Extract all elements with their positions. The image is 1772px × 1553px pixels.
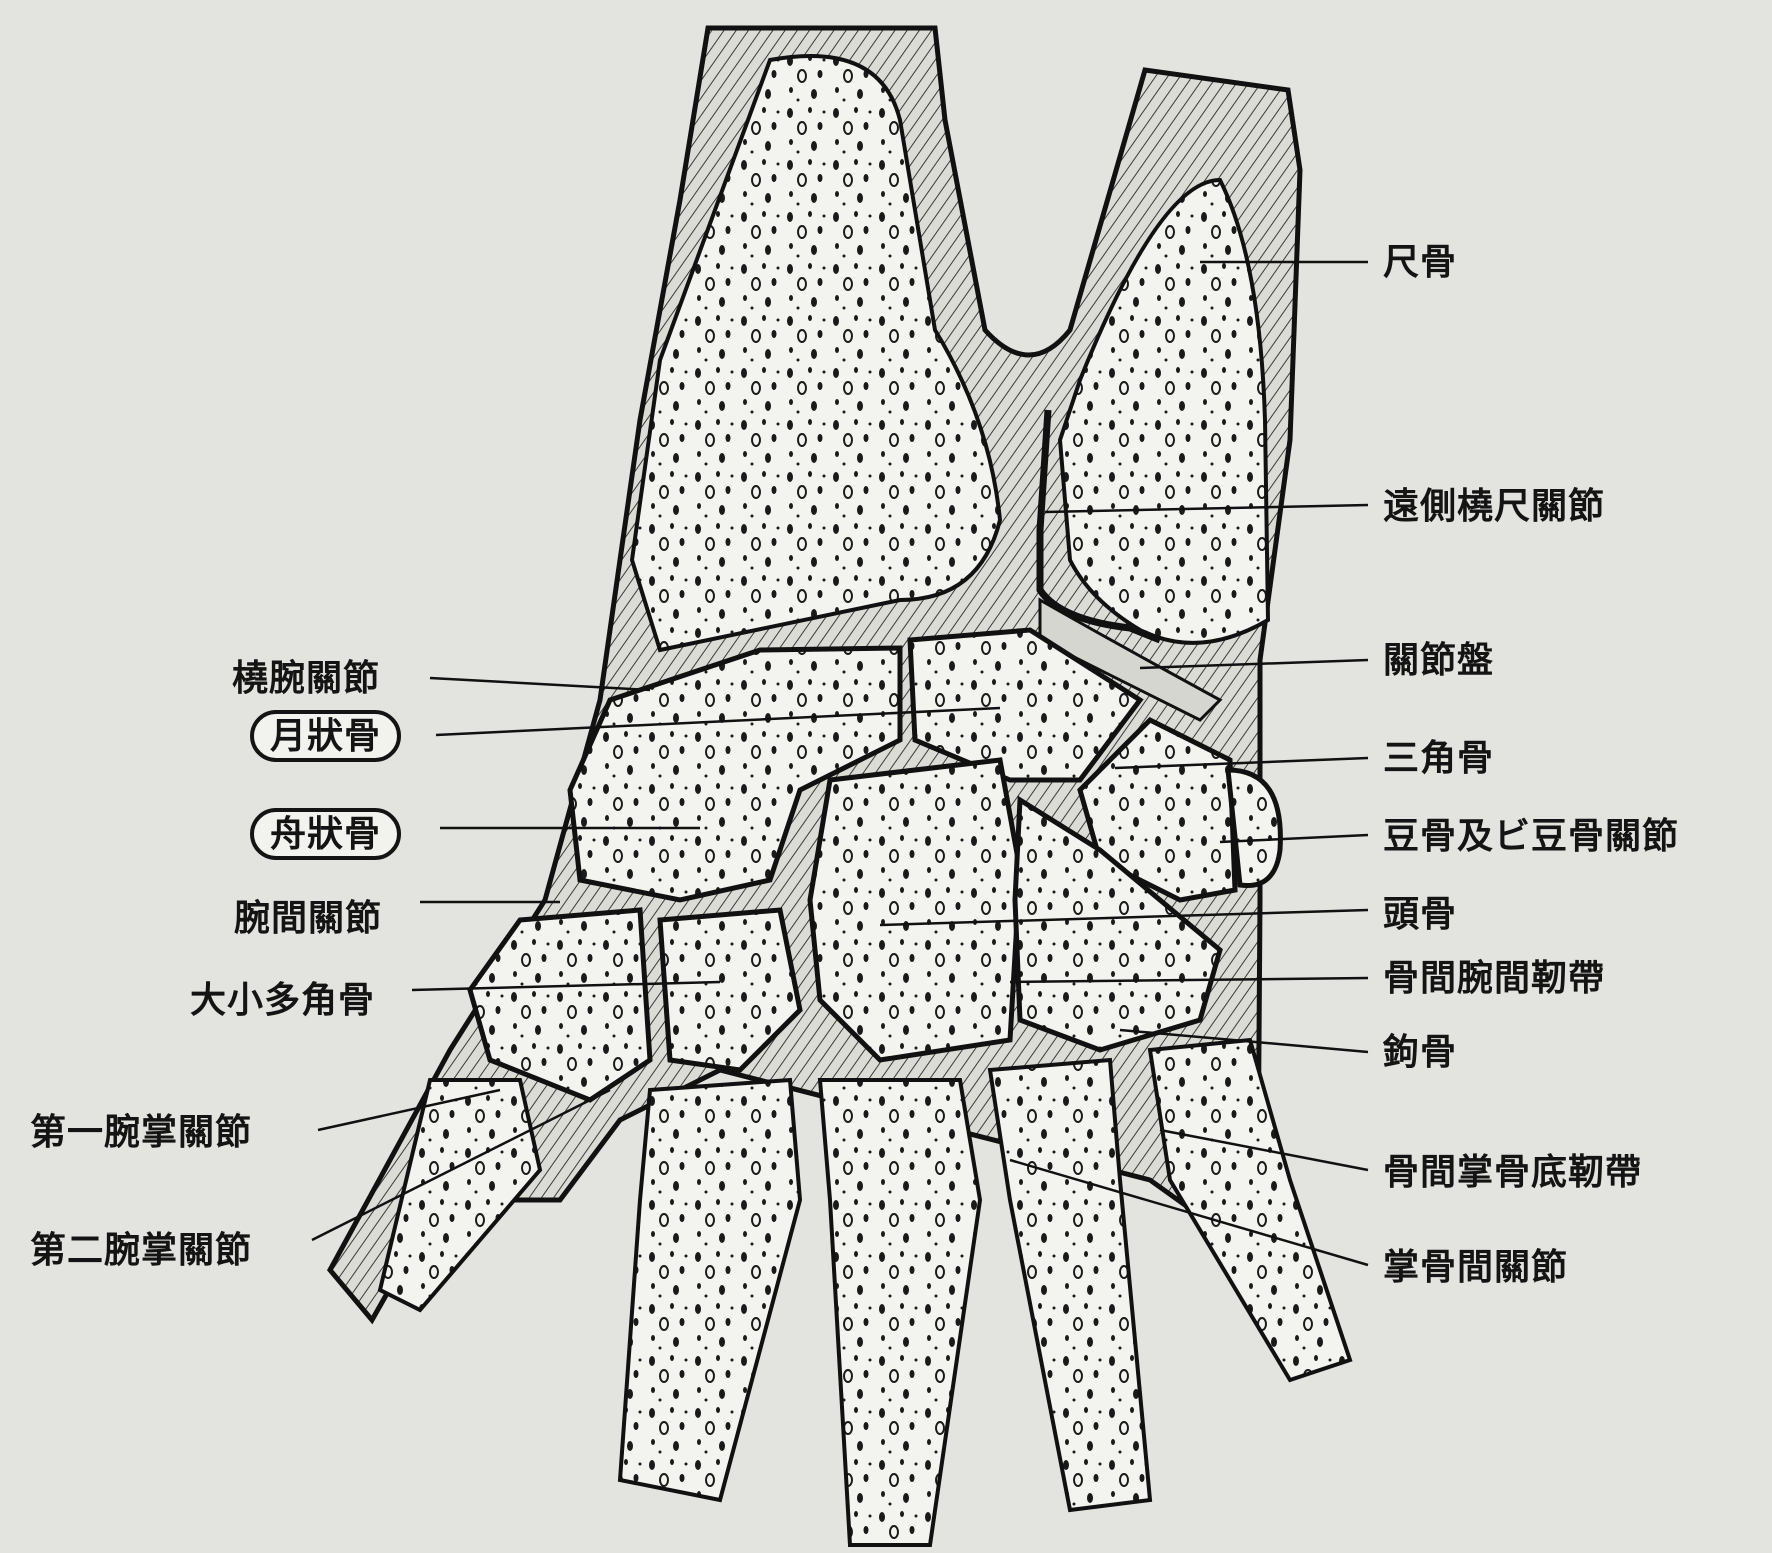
label-distal-radioulnar-joint: 遠側橈尺關節 — [1383, 484, 1605, 528]
label-capitate: 頭骨 — [1383, 892, 1457, 936]
label-scaphoid: 舟狀骨 — [250, 808, 401, 860]
label-triquetral: 三角骨 — [1383, 736, 1494, 780]
label-radiocarpal-joint: 橈腕關節 — [232, 656, 380, 700]
pisiform-bone — [1228, 770, 1280, 886]
label-hamate: 鉤骨 — [1383, 1030, 1457, 1074]
label-interosseous-intercarpal-ligament: 骨間腕間靭帶 — [1383, 956, 1605, 1000]
label-ulna: 尺骨 — [1383, 240, 1457, 284]
label-second-carpometacarpal-joint: 第二腕掌關節 — [30, 1228, 252, 1272]
label-pisiform-joint: 豆骨及ビ豆骨關節 — [1383, 814, 1679, 858]
metacarpal-3 — [820, 1080, 980, 1545]
label-lunate: 月狀骨 — [250, 710, 401, 762]
metacarpal-2 — [620, 1080, 800, 1500]
label-interosseous-metacarpal-ligament: 骨間掌骨底靭帶 — [1383, 1150, 1642, 1194]
label-intermetacarpal-joint: 掌骨間關節 — [1383, 1245, 1568, 1289]
capitate-bone — [810, 760, 1020, 1060]
label-articular-disc: 關節盤 — [1383, 638, 1494, 682]
label-midcarpal-joint: 腕間關節 — [234, 896, 382, 940]
label-trapezium-trapezoid: 大小多角骨 — [190, 978, 375, 1022]
label-first-carpometacarpal-joint: 第一腕掌關節 — [30, 1110, 252, 1154]
